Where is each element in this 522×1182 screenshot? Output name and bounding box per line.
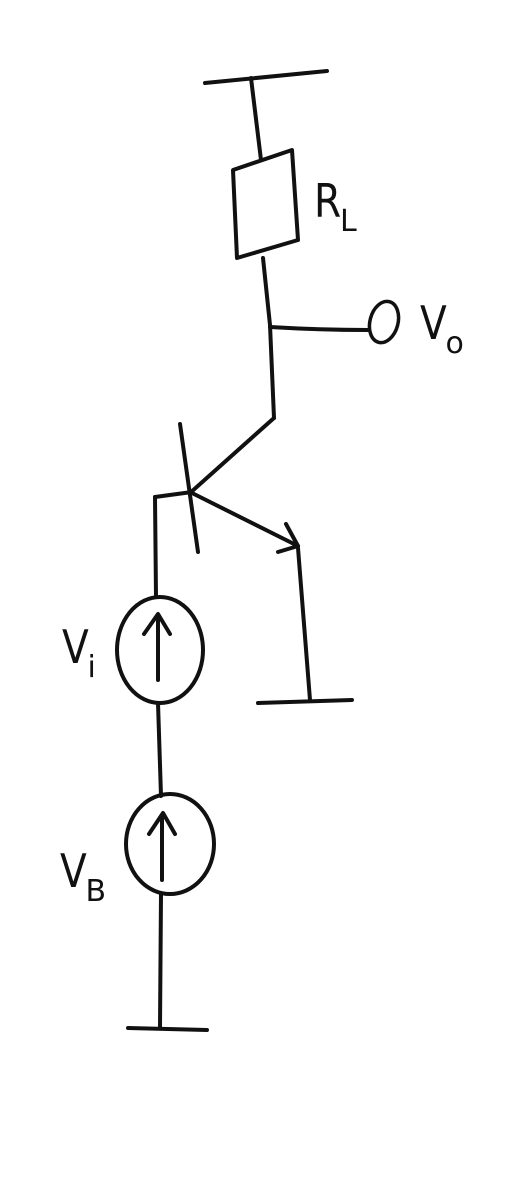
bottom-ground [126, 1026, 209, 1032]
output-label: Vo [420, 300, 464, 359]
load-resistor-label-sub: L [339, 204, 357, 239]
load-resistor-label-main: R [314, 174, 342, 228]
vb-to-ground-wire [158, 892, 163, 1029]
output-terminal [367, 299, 401, 345]
input-source-arrow [142, 612, 172, 682]
supply-to-resistor-wire [249, 76, 263, 162]
emitter-to-ground-wire [296, 546, 312, 702]
base-to-vi-wire [153, 495, 158, 599]
emitter-ground [256, 698, 354, 705]
output-wire [268, 325, 370, 332]
resistor-to-collector-wire [261, 256, 276, 420]
bias-source-arrow [147, 811, 177, 882]
base-lead [153, 490, 194, 499]
input-source-label: Vi [62, 624, 96, 683]
bias-source [124, 792, 216, 896]
transistor-emitter-lead [190, 491, 300, 548]
load-resistor-label: RL [314, 178, 357, 237]
vi-to-vb-wire [156, 701, 163, 798]
transistor-base-bar [178, 422, 200, 554]
output-label-sub: o [445, 326, 464, 361]
output-label-main: V [420, 296, 447, 350]
input-source-label-main: V [62, 620, 89, 674]
bias-source-label: VB [60, 848, 106, 907]
bias-source-label-main: V [60, 844, 87, 898]
supply-rail [203, 69, 329, 85]
transistor-collector-lead [188, 416, 276, 495]
load-resistor [231, 148, 300, 260]
bias-source-label-sub: B [85, 874, 107, 909]
input-source-label-sub: i [87, 650, 96, 685]
